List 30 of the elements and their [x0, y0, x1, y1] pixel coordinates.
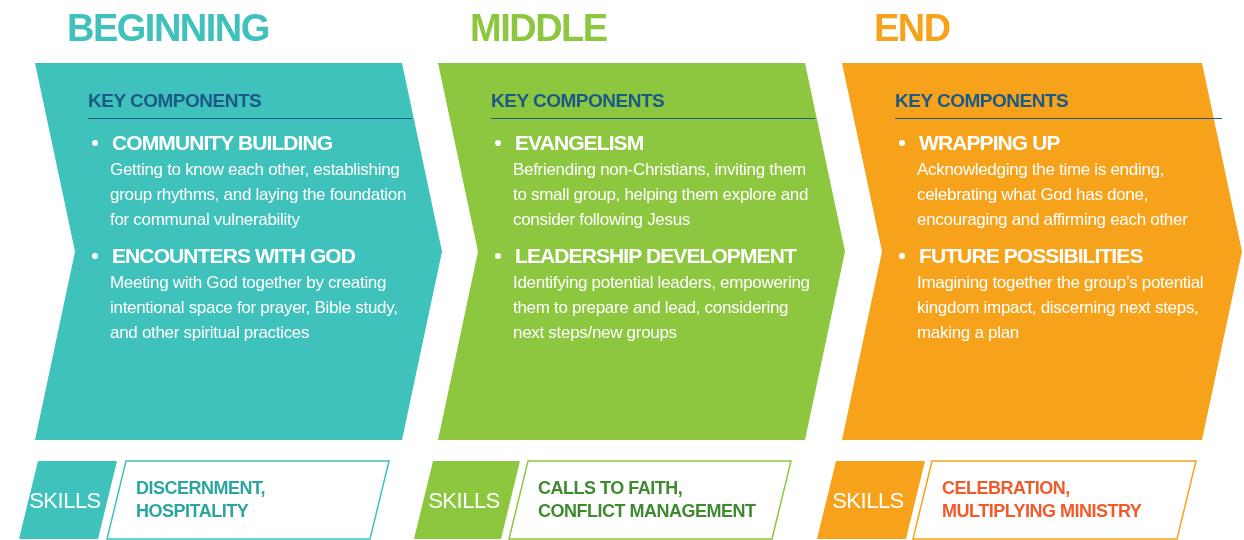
skills-tag	[18, 460, 118, 540]
skills-box	[508, 460, 792, 540]
stage-heading: END	[874, 6, 950, 50]
bullet-heading: EVANGELISM	[515, 130, 644, 156]
skills-label: SKILLS	[428, 488, 501, 512]
skills-box	[106, 460, 390, 540]
section-label: KEY COMPONENTS	[895, 90, 1222, 119]
skills-tag	[816, 460, 926, 540]
bullet-heading: COMMUNITY BUILDING	[112, 130, 333, 156]
description-text: Meeting with God together by creating intentional space for prayer, Bible study, and other spiritual practices	[110, 272, 399, 344]
bullet-heading: WRAPPING UP	[919, 130, 1060, 156]
description-text: Getting to know each other, establishing group rhythms, and laying the foundation for communal vulnerability	[110, 159, 408, 231]
description-text: Imagining together the group’s potential kingdom impact, discerning next steps, making a plan	[917, 272, 1205, 344]
section-label: KEY COMPONENTS	[88, 90, 412, 119]
section-label: KEY COMPONENTS	[491, 90, 815, 119]
bullet-heading: ENCOUNTERS WITH GOD	[112, 243, 356, 269]
skills-box	[912, 460, 1197, 540]
bullet-heading: FUTURE POSSIBILITIES	[919, 243, 1143, 269]
skills-text: CELEBRATION, MULTIPLYING MINISTRY	[941, 477, 1143, 523]
stage-heading: MIDDLE	[470, 6, 607, 50]
skills-text: DISCERNMENT, HOSPITALITY	[135, 477, 266, 523]
description-text: Befriending non-Christians, inviting them to small group, helping them explore and consider following Jesus	[513, 159, 810, 231]
skills-label: SKILLS	[832, 488, 905, 512]
skills-text: CALLS TO FAITH, CONFLICT MANAGEMENT	[537, 477, 757, 523]
description-text: Acknowledging the time is ending, celebrating what God has done, encouraging and affirming each other	[917, 159, 1189, 231]
stage-heading: BEGINNING	[67, 6, 269, 50]
description-text: Identifying potential leaders, empowering them to prepare and lead, considering next steps/new groups	[513, 272, 811, 344]
skills-label: SKILLS	[29, 488, 102, 512]
skills-tag	[413, 460, 521, 540]
bullet-heading: LEADERSHIP DEVELOPMENT	[515, 243, 796, 269]
